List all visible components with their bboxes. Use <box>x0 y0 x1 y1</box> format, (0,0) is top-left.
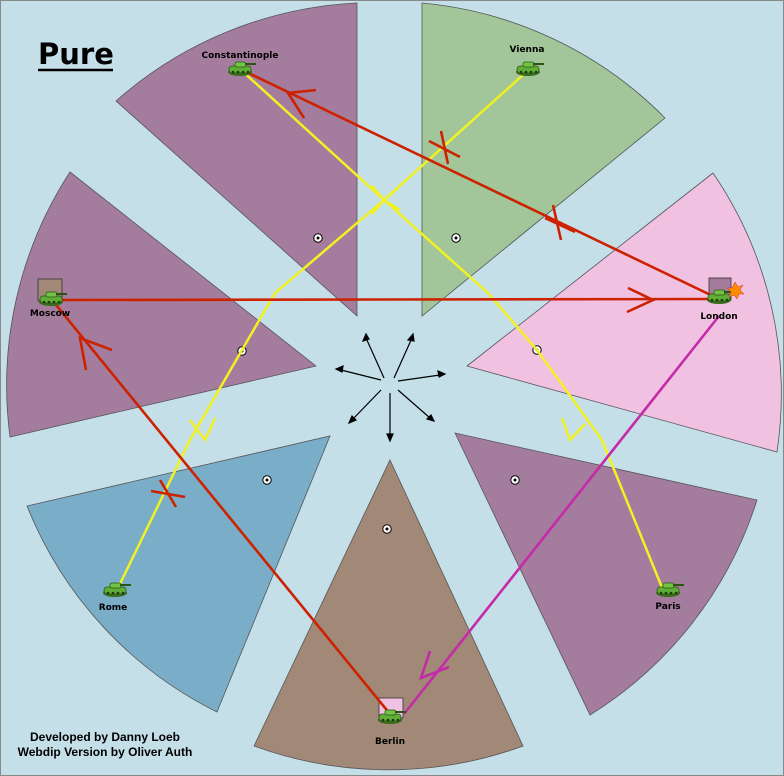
supply-center-icon <box>262 475 272 485</box>
credit-webdip: Webdip Version by Oliver Auth <box>18 745 193 759</box>
territory-rome[interactable] <box>26 435 331 713</box>
territory-berlin[interactable] <box>253 459 524 771</box>
territory-moscow[interactable] <box>6 171 317 438</box>
territory-london[interactable] <box>466 172 782 453</box>
credit-developer: Developed by Danny Loeb <box>30 730 180 744</box>
territory-vienna[interactable] <box>421 2 666 317</box>
label-london: London <box>700 312 737 322</box>
supply-center-icon <box>382 524 392 534</box>
label-paris: Paris <box>655 602 680 612</box>
territory-constantinople[interactable] <box>115 2 358 317</box>
label-moscow: Moscow <box>30 309 70 319</box>
supply-center-icon <box>451 233 461 243</box>
magenta-moves <box>402 315 721 715</box>
territory-paris[interactable] <box>454 432 758 716</box>
label-rome: Rome <box>99 603 128 613</box>
label-berlin: Berlin <box>375 737 405 747</box>
map-title: Pure <box>38 37 114 71</box>
supply-center-icon <box>313 233 323 243</box>
supply-center-icon <box>510 475 520 485</box>
label-vienna: Vienna <box>510 45 545 55</box>
dislodged-burst-icon <box>726 281 745 300</box>
red-moves <box>50 67 720 715</box>
center-arrows <box>334 332 447 443</box>
label-constantinople: Constantinople <box>202 51 279 61</box>
